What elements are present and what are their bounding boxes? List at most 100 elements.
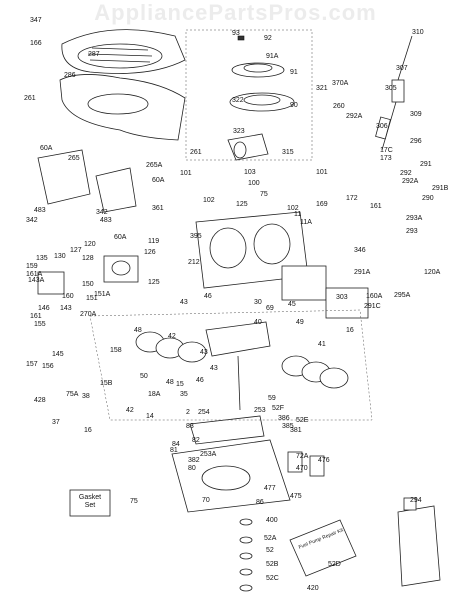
part-number-label: 90 xyxy=(290,102,298,109)
part-number-label: 150 xyxy=(82,281,94,288)
part-number-label: 46 xyxy=(204,293,212,300)
part-number-label: 156 xyxy=(42,363,54,370)
part-number-label: 342 xyxy=(26,217,38,224)
part-number-label: 135 xyxy=(36,255,48,262)
engine-block xyxy=(195,211,369,319)
part-number-label: 310 xyxy=(412,29,424,36)
part-number-label: 45 xyxy=(288,301,296,308)
part-number-label: 265A xyxy=(146,162,163,169)
part-number-label: 260 xyxy=(333,103,345,110)
part-number-label: 35 xyxy=(180,391,188,398)
part-number-label: 128 xyxy=(82,255,94,262)
part-number-label: 43 xyxy=(180,299,188,306)
part-number-label: 15B xyxy=(100,380,113,387)
part-number-label: 169 xyxy=(316,201,328,208)
gasket-set-box xyxy=(69,489,111,517)
part-number-label: 70 xyxy=(202,497,210,504)
part-number-label: 69 xyxy=(266,305,274,312)
part-number-label: 287 xyxy=(88,51,100,58)
part-number-label: 60A xyxy=(40,145,53,152)
part-number-label: 395 xyxy=(190,233,202,240)
part-number-label: 75 xyxy=(130,498,138,505)
part-number-label: 381 xyxy=(290,427,302,434)
part-number-label: 72A xyxy=(296,453,309,460)
part-number-label: 16 xyxy=(84,427,92,434)
part-number-label: 307 xyxy=(396,65,408,72)
part-number-label: 125 xyxy=(148,279,160,286)
part-number-label: 75 xyxy=(260,191,268,198)
part-number-label: 265 xyxy=(68,155,80,162)
part-number-label: 11 xyxy=(294,211,301,218)
gasket-set-line1: Gasket xyxy=(78,494,102,501)
part-number-label: 291B xyxy=(432,185,449,192)
part-number-label: 48 xyxy=(166,379,174,386)
part-number-label: 84 xyxy=(172,441,180,448)
part-number-label: 52B xyxy=(266,561,279,568)
part-number-label: 161A xyxy=(26,271,43,278)
part-number-label: 17C xyxy=(380,147,393,154)
part-number-label: 75A xyxy=(66,391,79,398)
part-number-label: 37 xyxy=(52,419,60,426)
part-number-label: 261 xyxy=(24,95,36,102)
part-number-label: 52A xyxy=(264,535,277,542)
part-number-label: 60A xyxy=(152,177,165,184)
part-number-label: 254 xyxy=(198,409,210,416)
part-number-label: 305 xyxy=(385,85,397,92)
carburetor xyxy=(37,255,139,295)
seal-stack xyxy=(239,518,253,592)
part-number-label: 119 xyxy=(148,238,159,245)
part-number-label: 52E xyxy=(296,417,309,424)
part-number-label: 370A xyxy=(332,80,349,87)
part-number-label: 382 xyxy=(188,457,200,464)
part-number-label: 172 xyxy=(346,195,358,202)
dipstick-tube xyxy=(375,35,413,151)
part-number-label: 42 xyxy=(126,407,134,414)
part-number-label: 292 xyxy=(400,170,412,177)
crankshaft-pistons xyxy=(135,321,349,411)
part-number-label: 16 xyxy=(346,327,354,334)
part-number-label: 385 xyxy=(282,423,294,430)
part-number-label: 52 xyxy=(266,547,274,554)
part-number-label: 101 xyxy=(180,170,192,177)
part-number-label: 81 xyxy=(170,447,178,454)
part-number-label: 303 xyxy=(336,294,348,301)
ignition-module xyxy=(227,133,269,161)
part-number-label: 93 xyxy=(232,30,240,37)
gasket-set-label: Gasket Set xyxy=(72,494,108,510)
part-number-label: 143A xyxy=(28,277,45,284)
part-number-label: 212 xyxy=(188,259,200,266)
part-number-label: 11A xyxy=(300,219,312,226)
part-number-label: 290 xyxy=(422,195,434,202)
part-number-label: 146 xyxy=(38,305,50,312)
part-number-label: 253 xyxy=(254,407,266,414)
part-callouts: 347166287286261310939291A91370A260292A30… xyxy=(24,17,449,592)
oil-sump xyxy=(171,415,291,513)
part-number-label: 52F xyxy=(272,405,284,412)
part-number-label: 321 xyxy=(316,85,328,92)
part-number-label: 470 xyxy=(296,465,308,472)
part-number-label: 291C xyxy=(364,303,381,310)
part-number-label: 125 xyxy=(236,201,248,208)
part-number-label: 43 xyxy=(200,349,208,356)
part-number-label: 483 xyxy=(34,207,46,214)
part-number-label: 103 xyxy=(244,169,256,176)
part-number-label: 50 xyxy=(140,373,148,380)
part-number-label: 59 xyxy=(268,395,276,402)
part-number-label: 157 xyxy=(26,361,38,368)
part-number-label: 42 xyxy=(168,333,176,340)
part-number-label: 477 xyxy=(264,485,276,492)
part-number-label: 126 xyxy=(144,249,156,256)
part-number-label: 82 xyxy=(192,437,200,444)
part-number-label: 270A xyxy=(80,311,97,318)
part-number-label: 120 xyxy=(84,241,96,248)
oil-bottle xyxy=(397,497,441,587)
part-number-label: 291A xyxy=(354,269,371,276)
part-number-label: 475 xyxy=(290,493,302,500)
part-number-label: 293 xyxy=(406,228,418,235)
part-number-label: 102 xyxy=(287,205,299,212)
part-number-label: 428 xyxy=(34,397,46,404)
part-number-label: 342 xyxy=(96,209,108,216)
part-number-label: 161 xyxy=(370,203,382,210)
